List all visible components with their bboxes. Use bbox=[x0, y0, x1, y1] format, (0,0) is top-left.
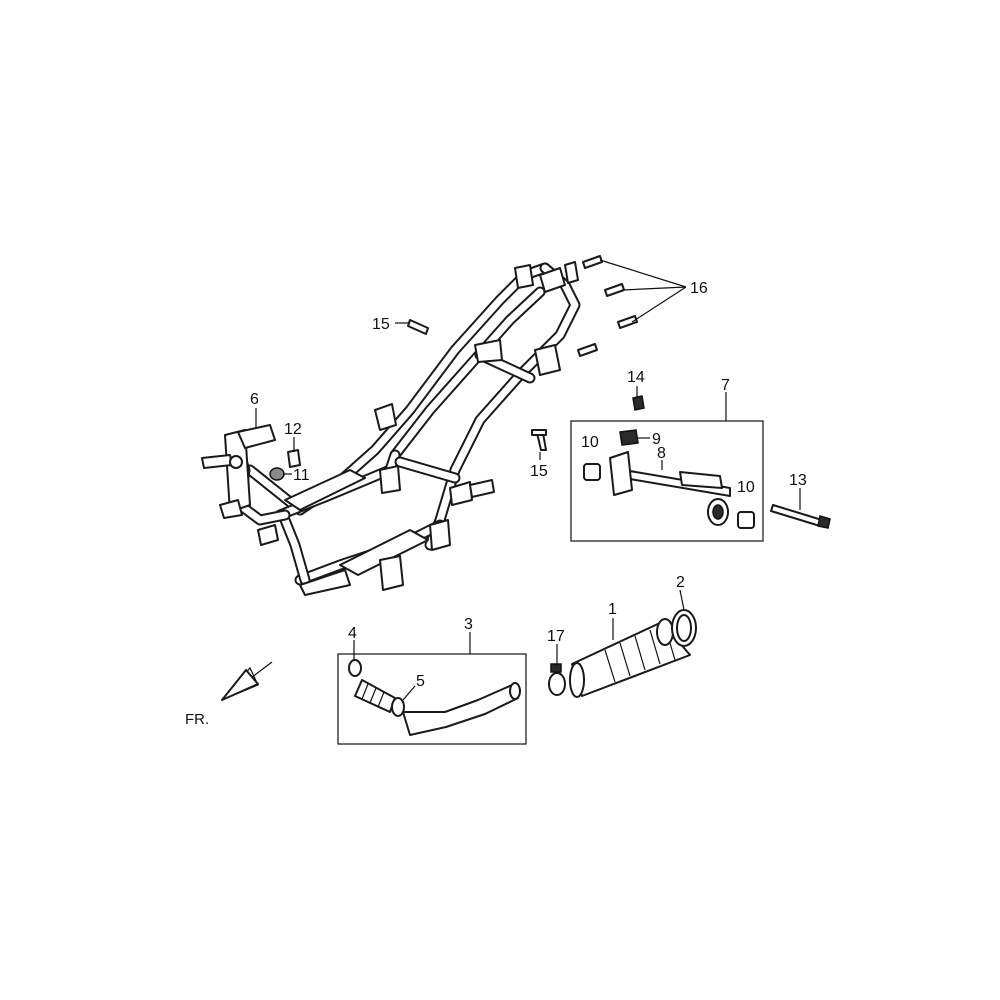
callout-1: 1 bbox=[608, 601, 617, 618]
part-4-ring bbox=[348, 659, 362, 677]
callout-8: 8 bbox=[657, 445, 666, 462]
callout-17: 17 bbox=[547, 628, 565, 645]
callout-14: 14 bbox=[627, 369, 645, 386]
part-10-bushing-left bbox=[583, 463, 601, 481]
part-12-clip bbox=[287, 449, 301, 468]
callout-9: 9 bbox=[652, 431, 661, 448]
part-14-nut bbox=[632, 395, 645, 411]
callout-11: 11 bbox=[293, 467, 310, 484]
callout-15-upper: 15 bbox=[372, 316, 390, 333]
part-15-bolt-upper bbox=[407, 319, 429, 335]
group-box-7 bbox=[570, 420, 764, 542]
part-1-duct bbox=[569, 618, 691, 698]
group-box-3 bbox=[337, 653, 527, 745]
part-8-engine-hanger bbox=[609, 451, 731, 526]
callout-12: 12 bbox=[284, 421, 302, 438]
callout-2: 2 bbox=[676, 574, 685, 591]
part-2-clamp bbox=[671, 609, 697, 647]
part-13-bolt bbox=[770, 504, 831, 529]
callout-4: 4 bbox=[348, 625, 357, 642]
part-17-clamp bbox=[548, 663, 566, 696]
callout-3: 3 bbox=[464, 616, 473, 633]
callout-15-lower: 15 bbox=[530, 463, 548, 480]
front-direction-arrow: FR. bbox=[185, 661, 273, 728]
part-9-nut bbox=[619, 429, 639, 446]
callout-7: 7 bbox=[721, 377, 730, 394]
callout-13: 13 bbox=[789, 472, 807, 489]
leader-lines bbox=[255, 259, 801, 701]
callouts: 6 12 11 15 14 7 9 10 8 10 13 15 16 1 2 1… bbox=[250, 280, 807, 690]
part-11-grommet bbox=[269, 467, 285, 481]
front-direction-label: FR. bbox=[185, 711, 209, 728]
part-10-bushing-right bbox=[737, 511, 755, 529]
frame-body bbox=[201, 261, 581, 596]
part-3-pipe bbox=[402, 682, 521, 736]
callout-10-left: 10 bbox=[581, 434, 599, 451]
part-5-bellows bbox=[354, 679, 405, 717]
callout-6: 6 bbox=[250, 391, 259, 408]
callout-10-right: 10 bbox=[737, 479, 755, 496]
callout-5: 5 bbox=[416, 673, 425, 690]
part-16-bolts bbox=[577, 255, 638, 357]
callout-16: 16 bbox=[690, 280, 708, 297]
part-15-bolt-lower bbox=[531, 429, 547, 451]
